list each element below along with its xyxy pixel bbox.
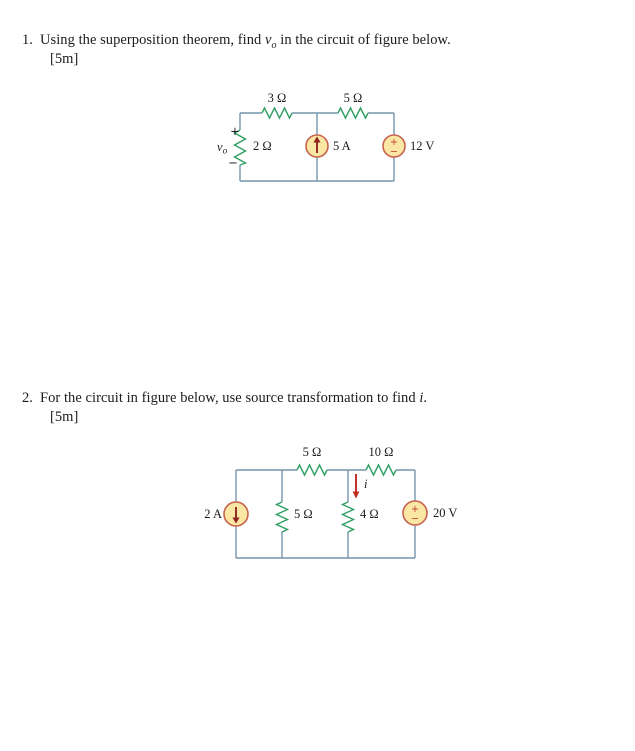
resistor-3ohm-zigzag [261, 106, 293, 120]
resistor-5ohm-zigzag [337, 106, 369, 120]
voltage-source-plus: + [390, 137, 398, 148]
question-1-text: Using the superposition theorem, find vo… [40, 31, 451, 50]
resistor-4ohm-zigzag [340, 501, 356, 533]
resistor-5ohm-series-zigzag [296, 463, 328, 477]
label-voltage-source: 20 V [433, 506, 457, 520]
question-1-line: 1. Using the superposition theorem, find… [22, 31, 612, 50]
vo-minus-sign: − [228, 156, 238, 170]
variable-symbol: v [265, 32, 272, 48]
current-i-label: i [364, 477, 368, 491]
question-1-text-after: in the circuit of figure below. [276, 32, 451, 48]
circuit-figure-2: + − i 5 Ω 10 Ω 2 A 5 Ω 4 Ω 20 V [204, 445, 457, 559]
label-resistor-5ohm-shunt: 5 Ω [294, 507, 313, 521]
question-2-text: For the circuit in figure below, use sou… [40, 389, 427, 408]
label-resistor-2ohm: 2 Ω [253, 139, 272, 153]
current-source-arrow-head [232, 517, 240, 524]
question-1-marks: [5m] [50, 51, 79, 67]
variable-subscript: o [271, 39, 277, 51]
voltage-source-circle [402, 500, 428, 526]
question-1-variable: vo [265, 32, 277, 51]
circuit-figure-1: + − 3 Ω 5 Ω 2 Ω 5 A 12 V + − vo [217, 91, 434, 182]
label-voltage-source: 12 V [410, 139, 434, 153]
question-1-number: 1. [22, 32, 33, 48]
question-1: 1. Using the superposition theorem, find… [22, 31, 612, 69]
variable-symbol: i [419, 390, 424, 406]
label-resistor-3ohm: 3 Ω [268, 91, 287, 105]
label-resistor-10ohm: 10 Ω [369, 445, 394, 459]
current-i-arrow-head [352, 491, 360, 499]
current-source-arrow-head [313, 136, 321, 143]
question-2-text-before: For the circuit in figure below, use sou… [40, 390, 420, 406]
label-current-source: 5 A [333, 139, 351, 153]
question-2-line: 2. For the circuit in figure below, use … [22, 389, 612, 408]
question-2: 2. For the circuit in figure below, use … [22, 389, 612, 427]
label-resistor-5ohm-series: 5 Ω [303, 445, 322, 459]
question-2-text-after: . [423, 390, 428, 406]
label-resistor-4ohm: 4 Ω [360, 507, 379, 521]
vo-plus-sign: + [230, 124, 240, 138]
resistor-10ohm-zigzag [365, 463, 397, 477]
resistor-5ohm-shunt-zigzag [274, 501, 290, 533]
vo-label: vo [217, 140, 228, 157]
voltage-source-circle [382, 134, 406, 158]
question-1-text-before: Using the superposition theorem, find [40, 32, 266, 48]
question-2-marks: [5m] [50, 409, 79, 425]
question-2-variable: i [419, 390, 423, 406]
label-resistor-5ohm: 5 Ω [344, 91, 363, 105]
question-2-number: 2. [22, 390, 33, 406]
voltage-source-plus: + [411, 504, 419, 515]
voltage-source-minus: − [390, 147, 398, 158]
label-current-source: 2 A [204, 507, 222, 521]
resistor-2ohm-zigzag [233, 129, 248, 166]
voltage-source-minus: − [411, 514, 419, 525]
